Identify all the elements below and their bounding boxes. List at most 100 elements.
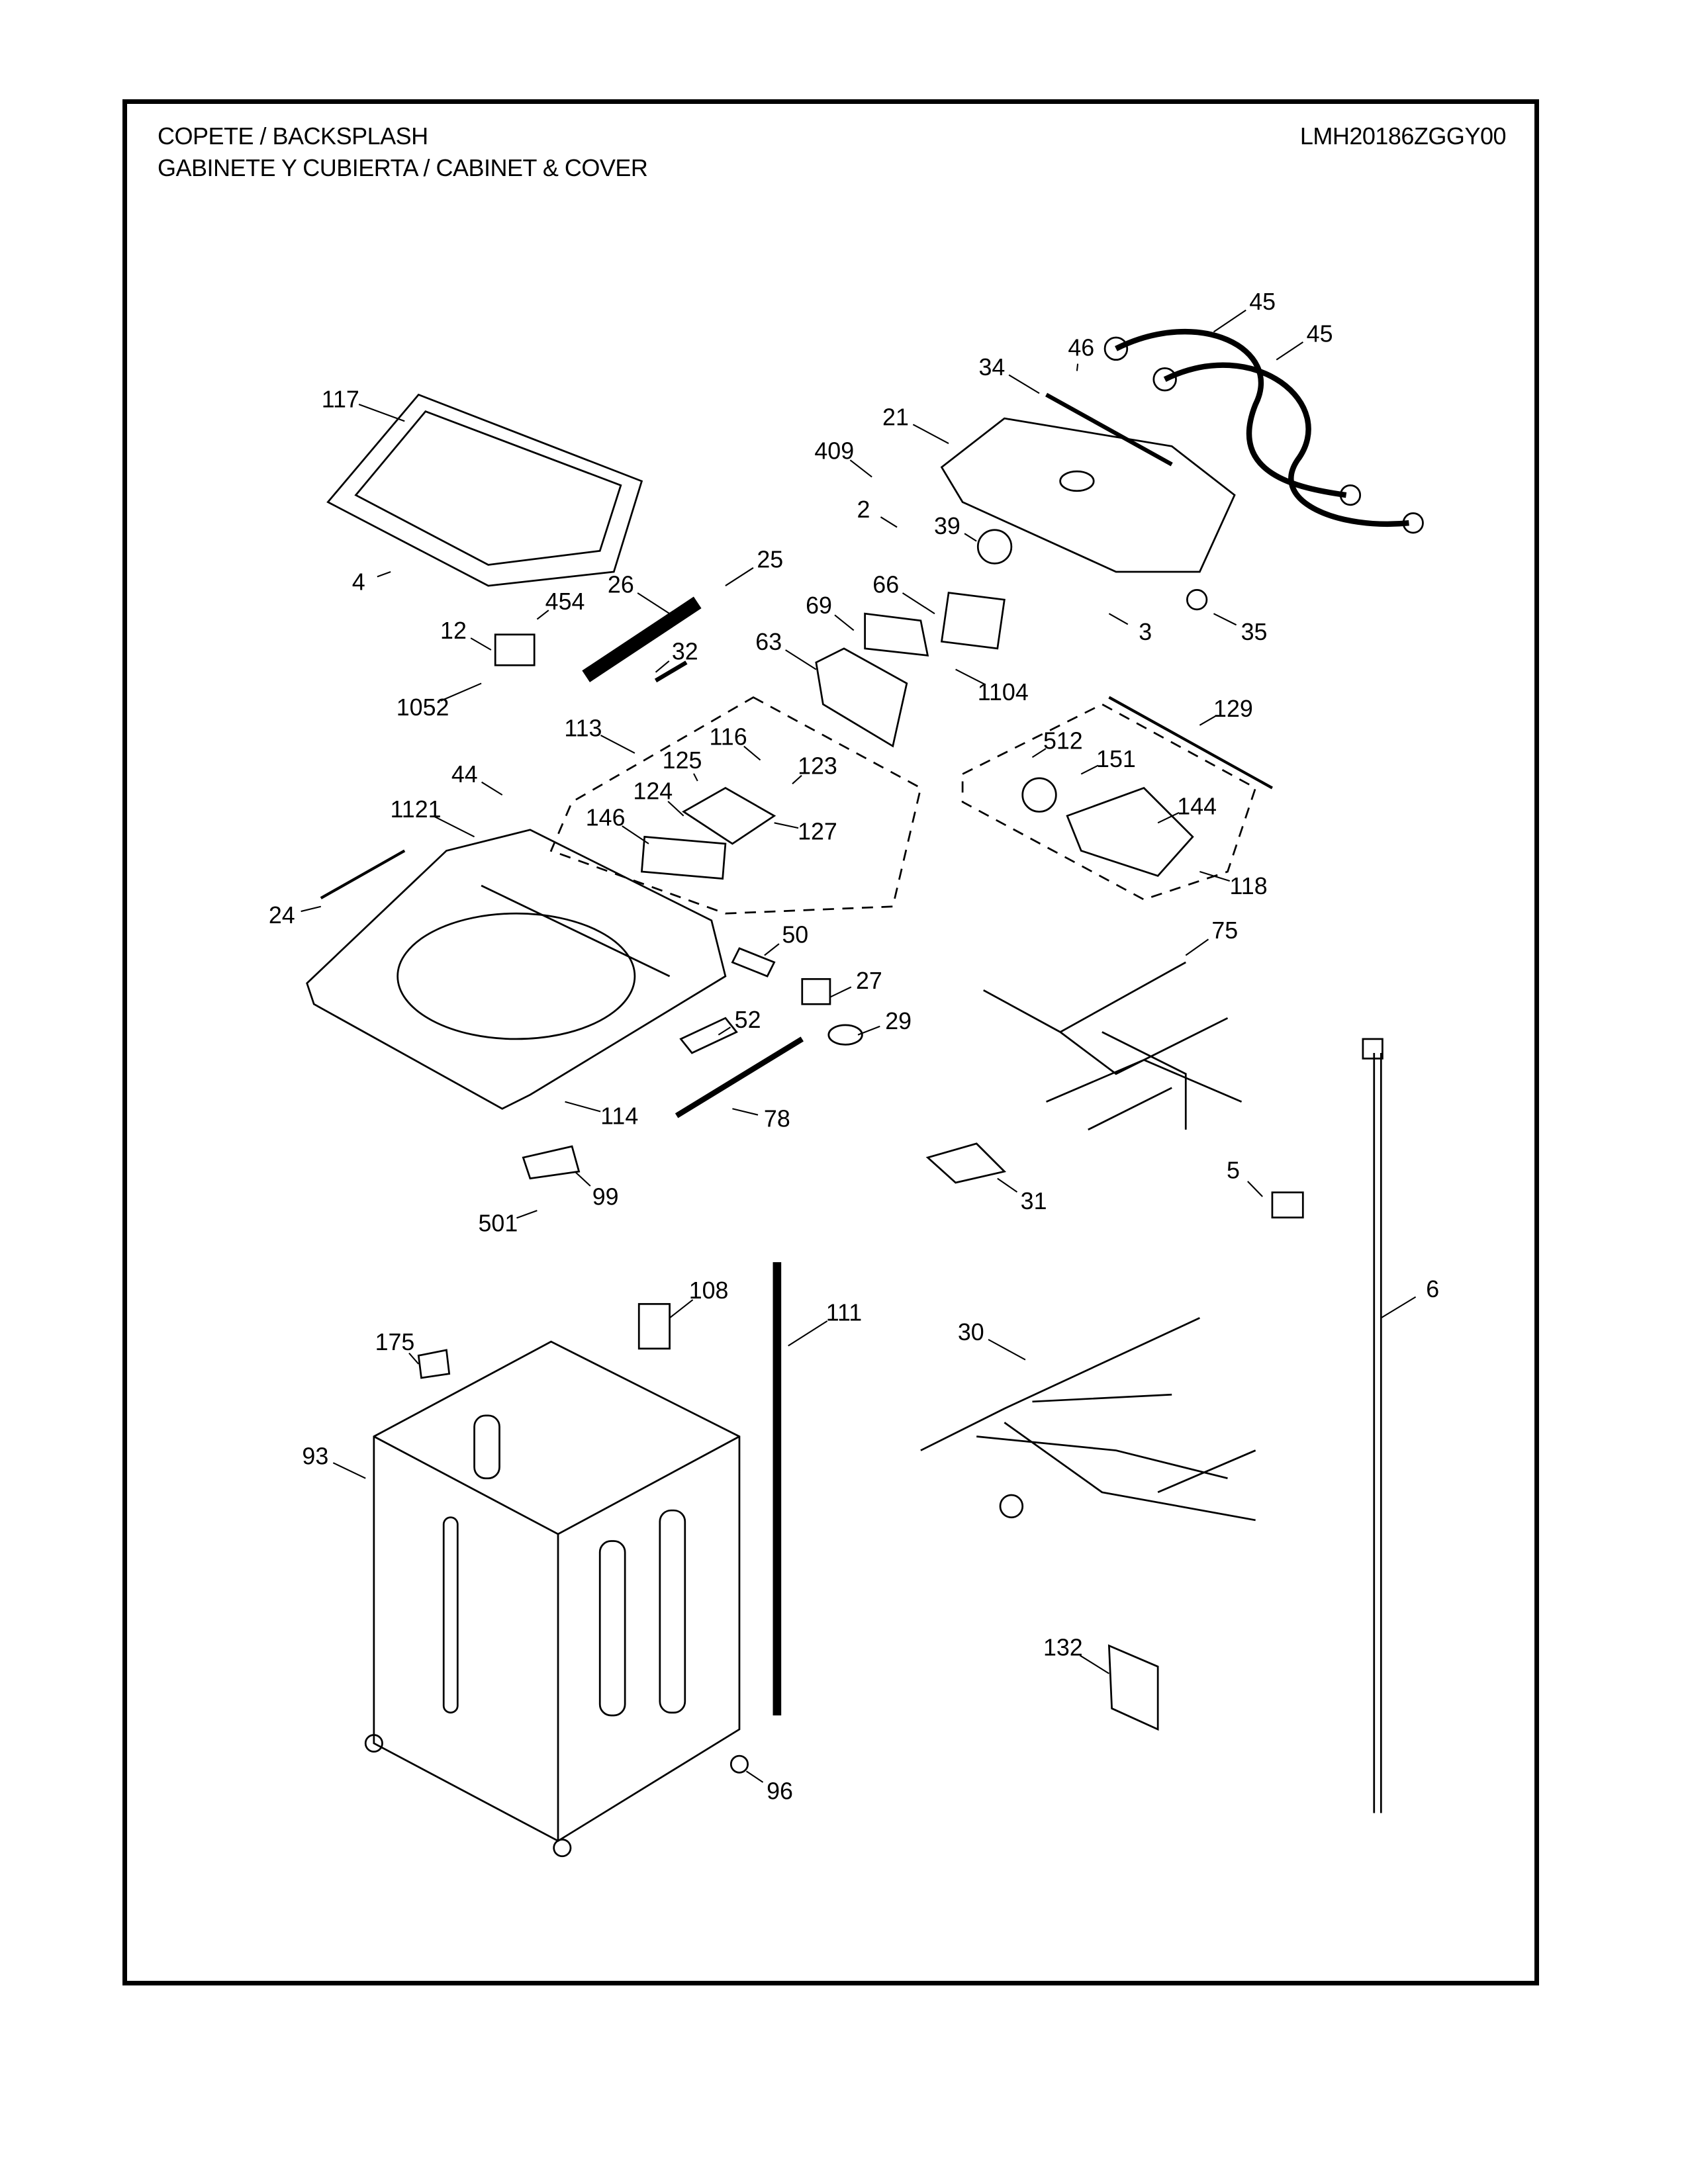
leader-line-39 bbox=[964, 533, 977, 542]
part-label-454: 454 bbox=[545, 588, 585, 615]
leader-line-99 bbox=[574, 1171, 591, 1187]
leader-line-25 bbox=[725, 567, 754, 586]
wire-harness-75 bbox=[983, 961, 1243, 1131]
leader-line-35 bbox=[1213, 613, 1237, 626]
leader-line-6 bbox=[1380, 1296, 1417, 1319]
leader-line-66 bbox=[902, 592, 935, 615]
wire-harness-30 bbox=[920, 1317, 1256, 1522]
part-label-46: 46 bbox=[1068, 334, 1094, 361]
leader-line-5 bbox=[1247, 1181, 1263, 1197]
leader-line-501 bbox=[516, 1210, 538, 1219]
part-label-21: 21 bbox=[882, 404, 909, 431]
leader-line-1052 bbox=[440, 682, 482, 702]
part-label-78: 78 bbox=[764, 1106, 790, 1132]
part-label-63: 63 bbox=[755, 629, 782, 655]
leader-line-31 bbox=[997, 1177, 1018, 1193]
leader-line-63 bbox=[785, 649, 817, 670]
part-label-127: 127 bbox=[798, 819, 837, 845]
leader-line-117 bbox=[358, 404, 405, 422]
leader-line-32 bbox=[655, 660, 670, 673]
leader-line-123 bbox=[792, 774, 802, 785]
inlet-hose-part bbox=[1115, 329, 1347, 498]
part-label-113: 113 bbox=[564, 715, 602, 742]
backsplash-part bbox=[940, 417, 1236, 573]
part-label-118: 118 bbox=[1230, 873, 1268, 899]
leader-line-114 bbox=[565, 1101, 601, 1113]
part-label-32: 32 bbox=[672, 639, 698, 665]
leader-line-129 bbox=[1199, 715, 1217, 726]
leader-line-12 bbox=[470, 637, 492, 651]
part-label-144: 144 bbox=[1177, 794, 1217, 820]
leader-line-21 bbox=[912, 424, 949, 445]
part-label-75: 75 bbox=[1211, 917, 1238, 944]
leader-line-512 bbox=[1031, 748, 1047, 758]
part-label-117: 117 bbox=[322, 386, 359, 412]
leader-line-113 bbox=[600, 735, 635, 754]
part-label-27: 27 bbox=[856, 968, 882, 994]
part-label-93: 93 bbox=[302, 1443, 328, 1470]
leader-line-132 bbox=[1079, 1655, 1109, 1674]
leader-line-124 bbox=[667, 801, 684, 817]
part-label-129: 129 bbox=[1213, 696, 1253, 722]
title-line-1: COPETE / BACKSPLASH bbox=[158, 122, 428, 150]
model-number: LMH20186ZGGY00 bbox=[1299, 122, 1507, 150]
leader-line-116 bbox=[743, 745, 761, 761]
leader-lines bbox=[301, 309, 1417, 1783]
part-label-501: 501 bbox=[479, 1210, 518, 1237]
part-label-12: 12 bbox=[440, 617, 467, 644]
part-label-1104: 1104 bbox=[978, 679, 1029, 705]
part-label-409: 409 bbox=[814, 437, 854, 464]
part-label-39: 39 bbox=[934, 513, 961, 539]
part-label-4: 4 bbox=[352, 569, 365, 595]
part-label-1052: 1052 bbox=[397, 694, 449, 721]
part-label-30: 30 bbox=[958, 1319, 984, 1345]
part-label-25: 25 bbox=[757, 547, 783, 573]
leader-line-151 bbox=[1080, 764, 1099, 775]
leader-line-1104 bbox=[955, 668, 986, 686]
leader-line-125 bbox=[693, 773, 698, 782]
part-label-99: 99 bbox=[592, 1184, 619, 1210]
part-label-108: 108 bbox=[689, 1277, 729, 1304]
leader-line-144 bbox=[1157, 812, 1180, 824]
leader-line-30 bbox=[988, 1339, 1026, 1361]
part-label-111: 111 bbox=[826, 1300, 862, 1326]
part-label-31: 31 bbox=[1021, 1188, 1047, 1214]
leader-line-2 bbox=[880, 516, 898, 528]
leader-line-27 bbox=[829, 986, 852, 998]
leader-line-454 bbox=[536, 610, 549, 620]
part-label-44: 44 bbox=[451, 761, 478, 788]
part-label-45: 45 bbox=[1249, 289, 1276, 315]
leader-line-175 bbox=[408, 1352, 420, 1365]
part-label-124: 124 bbox=[633, 778, 673, 804]
part-drawings bbox=[306, 329, 1424, 1858]
leader-line-93 bbox=[332, 1462, 366, 1479]
part-label-114: 114 bbox=[600, 1103, 638, 1129]
leader-line-45 bbox=[1213, 309, 1246, 333]
lid-part bbox=[326, 393, 643, 587]
part-label-52: 52 bbox=[735, 1007, 761, 1033]
part-label-512: 512 bbox=[1043, 728, 1083, 754]
part-label-132: 132 bbox=[1043, 1634, 1083, 1661]
part-label-123: 123 bbox=[798, 753, 837, 780]
leader-line-24 bbox=[301, 905, 322, 913]
part-label-116: 116 bbox=[710, 723, 747, 750]
leader-line-127 bbox=[774, 822, 799, 829]
part-label-96: 96 bbox=[767, 1778, 793, 1804]
leader-line-26 bbox=[637, 592, 671, 615]
leader-line-96 bbox=[745, 1770, 764, 1783]
leader-line-146 bbox=[622, 825, 649, 844]
tub-top-part bbox=[306, 829, 727, 1110]
part-label-29: 29 bbox=[885, 1008, 912, 1034]
leader-line-69 bbox=[834, 614, 855, 631]
part-label-34: 34 bbox=[978, 354, 1005, 381]
inlet-hose-part-2 bbox=[1163, 362, 1409, 527]
leader-line-118 bbox=[1199, 871, 1231, 882]
leader-line-3 bbox=[1108, 613, 1129, 625]
leader-line-1121 bbox=[433, 815, 475, 838]
leader-line-75 bbox=[1185, 938, 1209, 956]
part-label-66: 66 bbox=[872, 572, 899, 598]
leader-line-52 bbox=[718, 1026, 731, 1036]
